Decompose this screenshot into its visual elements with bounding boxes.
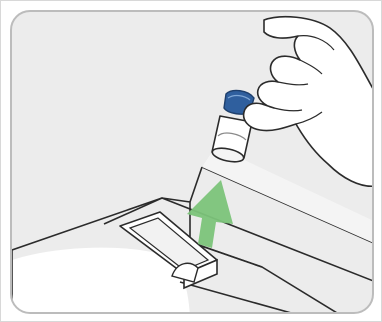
illustration-svg xyxy=(12,12,374,314)
hand-icon xyxy=(244,17,374,187)
illustration-panel xyxy=(10,10,374,314)
